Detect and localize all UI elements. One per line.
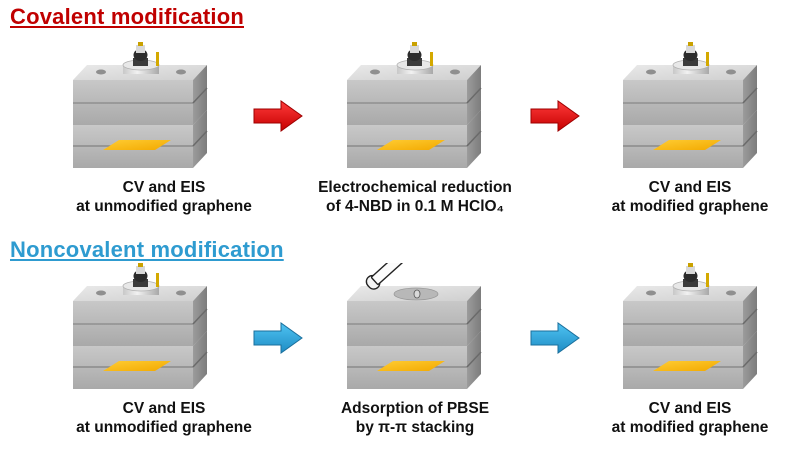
electrochemical-cell-icon xyxy=(623,42,758,168)
electrode xyxy=(122,263,160,295)
electrochemical-cell-icon xyxy=(73,263,208,389)
electrode xyxy=(122,42,160,74)
cell-body xyxy=(347,286,482,389)
electrochemical-cell-icon xyxy=(623,263,758,389)
graphene-sheet xyxy=(653,140,721,150)
cell-body xyxy=(623,65,758,168)
electrode xyxy=(396,42,434,74)
graphene-sheet xyxy=(103,140,171,150)
electrochemical-cell-icon xyxy=(73,42,208,168)
pipette-icon xyxy=(365,263,408,290)
blue-arrow-icon xyxy=(530,322,580,354)
covalent-section-title: Covalent modification xyxy=(10,4,244,29)
graphene-sheet xyxy=(103,361,171,371)
blue-arrow-icon xyxy=(253,322,303,354)
noncovalent-section-title: Noncovalent modification xyxy=(10,237,284,262)
cell-with-pipette-icon xyxy=(347,263,482,389)
graphene-sheet xyxy=(653,361,721,371)
graphene-sheet xyxy=(377,140,445,150)
electrode xyxy=(672,263,710,295)
cell-body xyxy=(73,286,208,389)
graphene-sheet xyxy=(377,361,445,371)
red-arrow-icon xyxy=(530,100,580,132)
cell-body xyxy=(347,65,482,168)
drop-icon xyxy=(413,289,421,299)
red-arrow-icon xyxy=(253,100,303,132)
electrode xyxy=(672,42,710,74)
cell-body xyxy=(623,286,758,389)
cell-body xyxy=(73,65,208,168)
electrochemical-cell-icon xyxy=(347,42,482,168)
